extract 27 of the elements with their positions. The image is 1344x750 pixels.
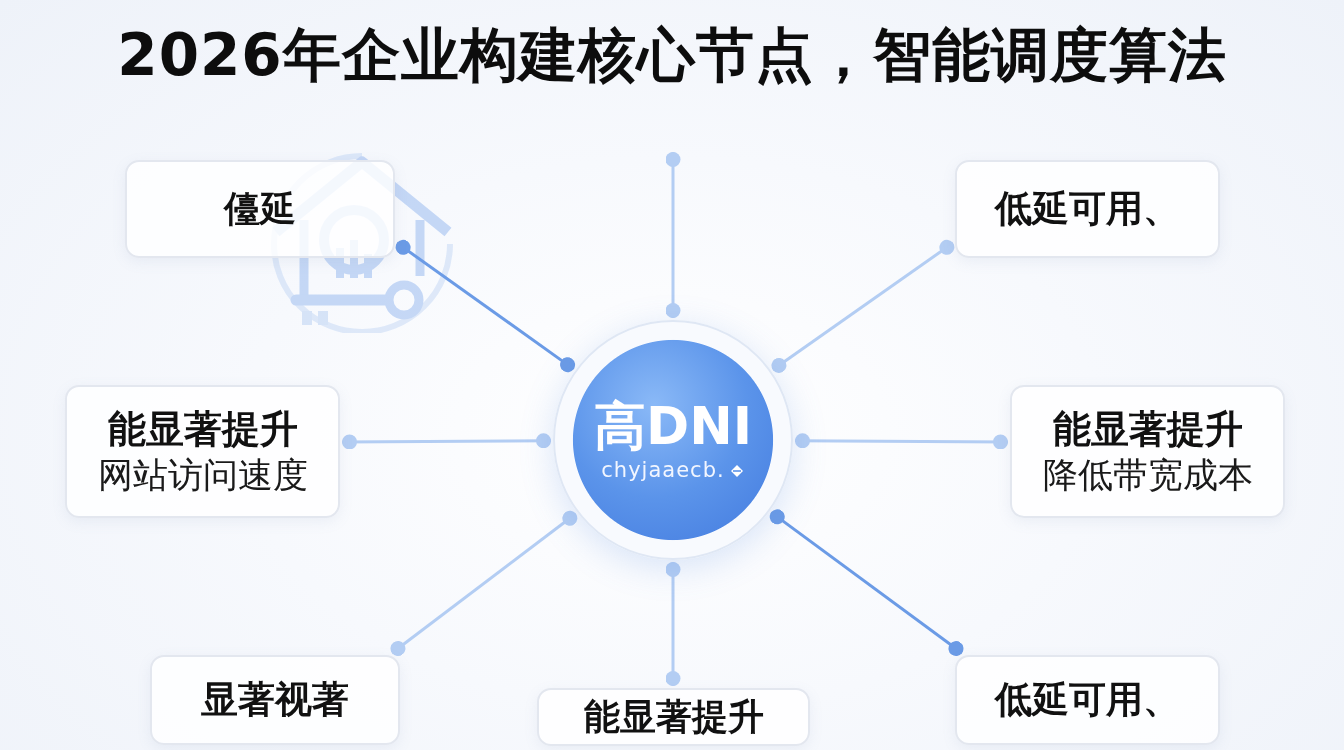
hub-subtitle: chyjaaecb. [601,458,725,484]
feature-box [65,385,340,518]
feature-box [955,655,1220,745]
box-heading: 低延可用、 [995,186,1180,232]
feature-box [150,655,400,745]
feature-box [955,160,1220,258]
box-heading: 能显著提升 [107,406,298,453]
box-subtext: 降低带宽成本 [1042,454,1253,497]
box-heading: 儓延 [224,187,296,231]
feature-box [125,160,395,258]
connector-line [771,239,955,373]
box-heading: 显著视著 [201,677,349,723]
connector-line [395,239,576,373]
box-heading: 能显著提升 [583,695,764,739]
page-title: 2026年企业构建核心节点，智能调度算法 [117,22,1227,89]
feature-box [1010,385,1285,518]
connector-line [795,433,1008,450]
feature-box [537,688,810,746]
hub-title: 高DNI [594,396,752,457]
box-subtext: 网站访问速度 [97,454,308,497]
box-heading: 能显著提升 [1052,406,1243,453]
connector-line [665,152,681,318]
connector-line [342,433,551,450]
box-heading: 低延可用、 [995,677,1180,723]
connector-line [390,510,578,656]
connector-line [769,509,964,657]
connector-line [665,562,681,686]
